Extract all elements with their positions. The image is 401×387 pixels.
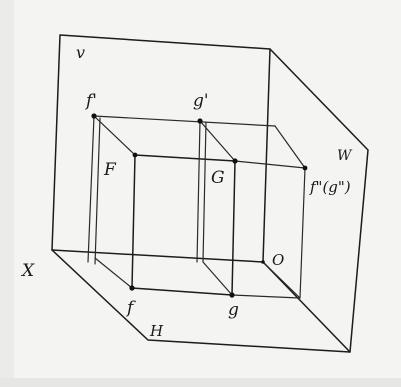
top-left-edge [93, 115, 136, 156]
xy-ground-line [51, 249, 264, 263]
label-v: v [76, 43, 85, 62]
label-g-prime: g' [193, 91, 209, 111]
point-G [232, 158, 238, 164]
projector-g-prime-b [202, 121, 207, 263]
h-projector-left [94, 257, 133, 289]
h-back-edge [262, 261, 301, 299]
back-top-edge [93, 115, 276, 127]
label-w: W [337, 148, 353, 164]
horizontal-plane-outline [51, 249, 351, 353]
top-right-edge [274, 125, 306, 169]
point-F [132, 152, 138, 158]
point-g [229, 292, 235, 298]
paper-bottom-shadow [0, 378, 401, 387]
label-x: X [20, 261, 35, 281]
projector-g-prime [196, 120, 201, 263]
point-o [261, 260, 265, 264]
label-f: f [125, 298, 136, 318]
h-projector-to-w [231, 294, 301, 299]
label-g: g [228, 300, 239, 320]
label-F: F [103, 160, 117, 180]
h-projector-right [202, 261, 233, 296]
label-h: H [149, 322, 164, 340]
label-f-dprime: f"(g") [309, 178, 351, 196]
label-o: O [272, 251, 284, 269]
point-f-dprime [302, 165, 308, 171]
profile-vertical-projector [299, 167, 306, 299]
point-f [129, 285, 135, 291]
projector-f-prime [87, 115, 95, 263]
vertical-plane-outline [51, 34, 271, 263]
paper-edge-shadow [0, 0, 14, 387]
label-f-prime: f' [84, 91, 97, 111]
projector-f-prime-b [94, 117, 101, 265]
point-g-prime [197, 118, 203, 124]
point-f-prime [91, 113, 97, 119]
label-G: G [211, 168, 225, 188]
projector-to-profile [234, 160, 306, 169]
profile-plane-outline [262, 48, 369, 353]
